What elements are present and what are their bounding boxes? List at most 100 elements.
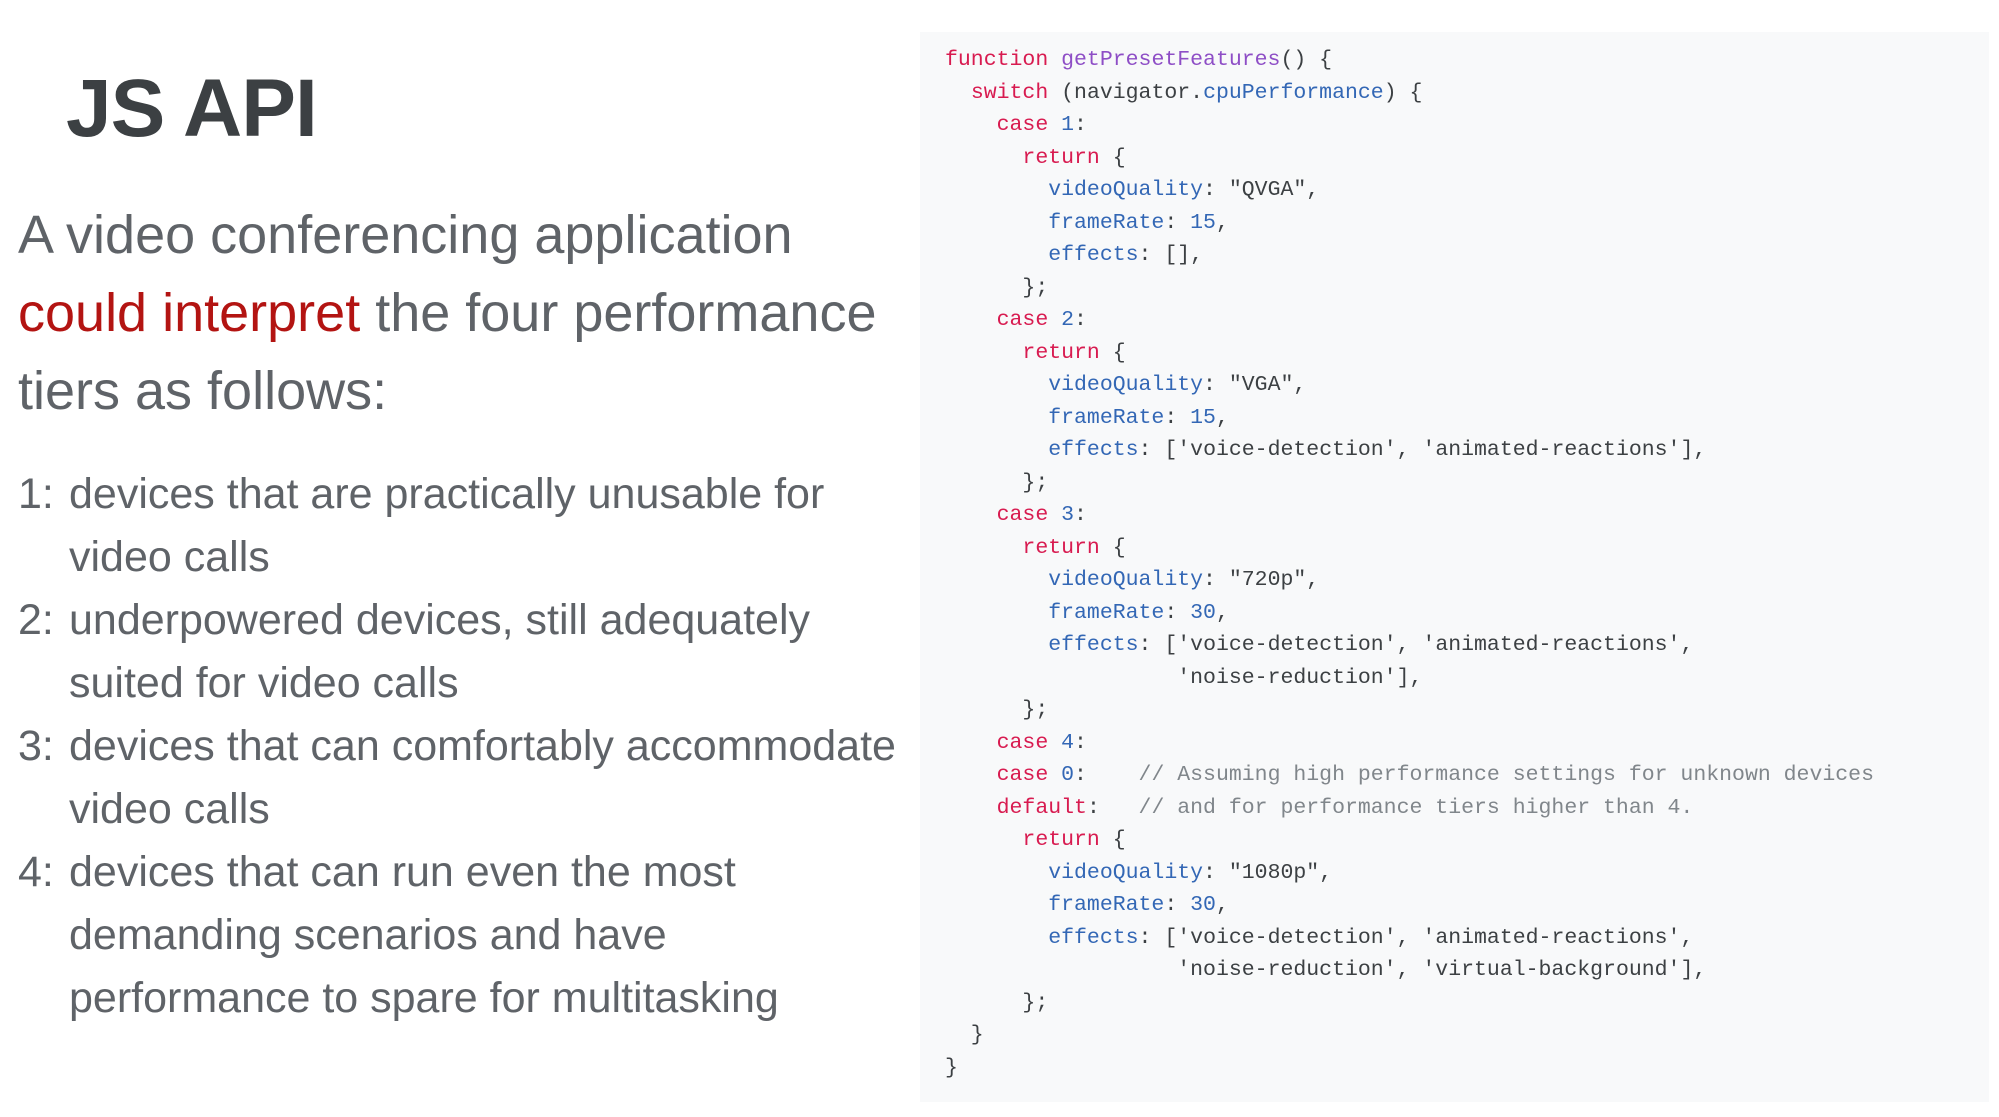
code-text (945, 438, 1048, 462)
code-text: } (945, 1023, 984, 1047)
code-number: 0 (1061, 763, 1075, 787)
code-line: return { (945, 532, 1874, 565)
code-text (945, 503, 997, 527)
code-line: effects: ['voice-detection', 'animated-r… (945, 629, 1874, 662)
tier-description: devices that can comfortably accommodate… (69, 722, 896, 833)
code-comment: // and for performance tiers higher than… (1138, 795, 1694, 820)
code-text: , (1215, 893, 1229, 917)
code-keyword: case (996, 308, 1049, 332)
code-text: () { (1280, 48, 1333, 72)
code-keyword: return (1022, 828, 1100, 852)
code-text (945, 308, 997, 332)
code-line: effects: [], (945, 239, 1874, 272)
code-string: 'noise-reduction' (1177, 665, 1397, 690)
code-number: 15 (1190, 405, 1216, 430)
code-text (945, 146, 1022, 170)
code-text (945, 373, 1048, 397)
code-property: frameRate (1048, 893, 1165, 917)
code-text: }; (945, 990, 1049, 1015)
code-text (945, 211, 1048, 235)
code-string: "VGA" (1228, 373, 1294, 397)
code-line: effects: ['voice-detection', 'animated-r… (945, 922, 1874, 955)
code-text (945, 341, 1022, 365)
code-keyword: case (996, 763, 1049, 787)
code-text (945, 731, 997, 755)
code-line: }; (945, 467, 1874, 500)
code-text: : (1203, 568, 1229, 592)
code-line: case 3: (945, 499, 1874, 532)
code-property: videoQuality (1048, 568, 1204, 592)
code-text: , (1306, 568, 1320, 592)
code-text: { (1099, 145, 1126, 170)
code-number: 15 (1190, 210, 1216, 235)
tier-item: 2:underpowered devices, still adequately… (18, 589, 898, 715)
tier-description: devices that can run even the most deman… (69, 848, 779, 1022)
code-property: effects (1048, 243, 1139, 267)
code-text: : (1074, 730, 1087, 755)
code-keyword: function (945, 48, 1049, 72)
code-property: frameRate (1048, 600, 1165, 625)
code-text (945, 406, 1048, 430)
code-line: return { (945, 142, 1874, 175)
code-text: : [ (1138, 438, 1178, 462)
code-text (1048, 763, 1061, 787)
code-property: effects (1048, 925, 1139, 950)
code-property: effects (1048, 633, 1139, 657)
code-text (945, 536, 1022, 560)
code-text: , (1396, 958, 1423, 982)
code-string: "QVGA" (1228, 178, 1307, 202)
code-line: }; (945, 987, 1874, 1020)
code-text (945, 601, 1048, 625)
code-keyword: switch (970, 80, 1049, 105)
code-text: , (1396, 633, 1423, 657)
code-text (1048, 308, 1061, 332)
code-line: frameRate: 15, (945, 207, 1874, 240)
code-text (1048, 731, 1061, 755)
code-line: videoQuality: "720p", (945, 564, 1874, 597)
code-line: frameRate: 30, (945, 597, 1874, 630)
code-text: , (1319, 860, 1333, 885)
code-block: function getPresetFeatures() { switch (n… (945, 44, 1874, 1084)
code-text: , (1680, 925, 1694, 950)
code-text: : (1074, 113, 1087, 137)
code-function-name: getPresetFeatures (1061, 48, 1281, 72)
code-line: switch (navigator.cpuPerformance) { (945, 77, 1874, 110)
code-text (945, 828, 1022, 852)
code-text: , (1293, 373, 1307, 397)
code-number: 1 (1061, 113, 1075, 137)
code-text: : [], (1138, 243, 1204, 267)
code-text (945, 763, 997, 787)
intro-text: A video conferencing application (18, 205, 793, 265)
code-text: ], (1680, 958, 1707, 982)
code-text: , (1215, 600, 1229, 625)
code-number: 3 (1061, 503, 1075, 527)
code-number: 30 (1190, 600, 1216, 625)
code-text (945, 893, 1048, 917)
code-string: 'virtual-background' (1422, 958, 1681, 982)
code-text: }; (945, 275, 1049, 300)
code-text (945, 958, 1177, 982)
code-line: return { (945, 824, 1874, 857)
code-property: videoQuality (1048, 860, 1204, 885)
code-line: frameRate: 30, (945, 889, 1874, 922)
code-text: , (1215, 405, 1229, 430)
code-line: } (945, 1019, 1874, 1052)
code-text: { (1099, 828, 1126, 852)
code-text (945, 113, 997, 137)
code-text (945, 81, 971, 105)
code-text (945, 568, 1048, 592)
code-text: : (1164, 405, 1191, 430)
code-text (945, 633, 1048, 657)
code-comment: // Assuming high performance settings fo… (1138, 763, 1874, 787)
code-text: , (1306, 178, 1320, 202)
code-string: 'animated-reactions' (1422, 925, 1681, 950)
code-number: 4 (1061, 730, 1075, 755)
code-text: } (945, 1055, 958, 1080)
code-line: default: // and for performance tiers hi… (945, 792, 1874, 825)
code-line: 'noise-reduction'], (945, 662, 1874, 695)
code-text (945, 861, 1048, 885)
intro-paragraph: A video conferencing application could i… (18, 196, 898, 430)
code-line: videoQuality: "QVGA", (945, 174, 1874, 207)
code-text: , (1680, 633, 1694, 657)
code-property: frameRate (1048, 405, 1165, 430)
